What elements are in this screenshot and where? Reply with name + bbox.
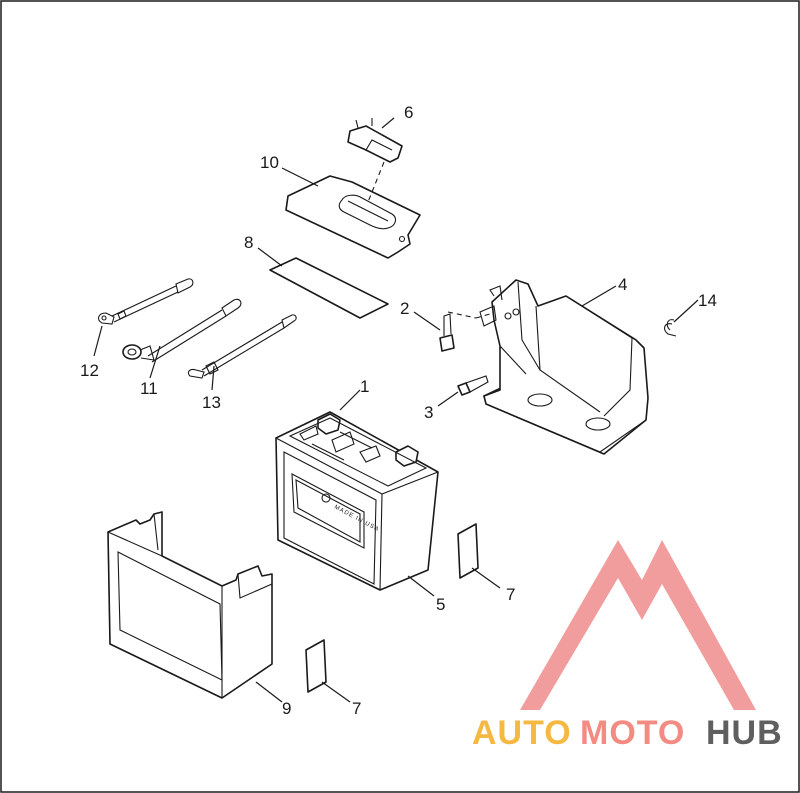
callout-3: 3 bbox=[424, 403, 433, 422]
callout-4: 4 bbox=[618, 275, 627, 294]
part-5-battery: MADE IN USA bbox=[275, 411, 439, 591]
callout-11: 11 bbox=[140, 379, 158, 398]
part-9-side-cover bbox=[107, 511, 273, 699]
watermark-logo bbox=[520, 540, 756, 710]
callout-7-upper: 7 bbox=[506, 585, 515, 604]
part-8-pad bbox=[269, 257, 389, 319]
part-3-screw bbox=[457, 375, 489, 396]
watermark-moto: MOTO bbox=[580, 714, 685, 752]
callout-14: 14 bbox=[698, 291, 717, 310]
callout-10: 10 bbox=[260, 153, 279, 172]
callouts: 6 10 8 2 4 14 12 11 13 1 3 5 7 9 7 bbox=[80, 103, 717, 718]
part-10-battery-cover bbox=[285, 175, 421, 259]
part-2-bolt bbox=[439, 311, 491, 352]
watermark-hub: HUB bbox=[706, 714, 783, 752]
callout-12: 12 bbox=[80, 361, 99, 380]
callout-13: 13 bbox=[202, 393, 221, 412]
callout-2: 2 bbox=[400, 299, 409, 318]
part-11-battery-cable bbox=[122, 298, 242, 363]
watermark-auto: AUTO bbox=[472, 714, 572, 752]
callout-8: 8 bbox=[244, 233, 253, 252]
part-7-pad-upper bbox=[457, 523, 479, 579]
callout-7-lower: 7 bbox=[352, 699, 361, 718]
leader-lines bbox=[93, 117, 699, 703]
callout-5: 5 bbox=[436, 595, 445, 614]
part-14-clip bbox=[663, 319, 677, 337]
part-12-cable bbox=[97, 278, 194, 325]
callout-1: 1 bbox=[360, 377, 369, 396]
callout-9: 9 bbox=[282, 699, 291, 718]
part-7-pad-lower bbox=[305, 639, 327, 693]
callout-6: 6 bbox=[404, 103, 413, 122]
watermark-wordmark: AUTO MOTO HUB bbox=[472, 714, 783, 752]
part-4-battery-tray bbox=[479, 279, 649, 455]
part-6-hold-down-clip bbox=[347, 118, 403, 203]
part-13-jumper bbox=[187, 314, 297, 379]
